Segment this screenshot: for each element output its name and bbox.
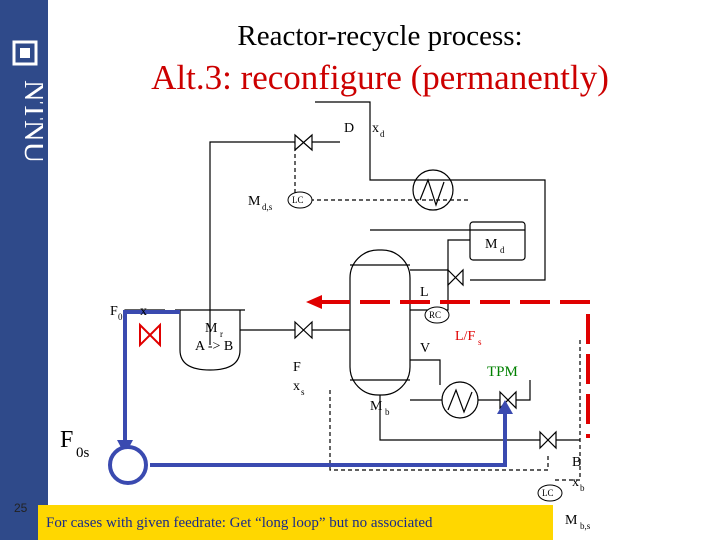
label-mr: M <box>205 321 218 336</box>
label-mbs: M <box>565 513 578 528</box>
overhead-line <box>369 107 546 281</box>
label-rc: RC <box>429 310 441 320</box>
tpm-signal-line <box>320 300 590 438</box>
distillate-valve <box>294 133 313 152</box>
flow-line-bottom <box>150 410 507 467</box>
logo-text: NTNU <box>18 80 43 164</box>
top-pipe <box>315 101 371 107</box>
label-v: V <box>420 341 430 356</box>
label-lc-top: LC <box>292 195 304 205</box>
ntnu-logo: NTNU <box>12 40 43 164</box>
reboiler-coil <box>447 388 473 414</box>
reflux-drum <box>469 221 526 261</box>
f0s-controller <box>108 445 148 485</box>
reactor-vessel <box>179 310 241 371</box>
label-l: L <box>420 285 429 300</box>
label-tpm: TPM <box>487 364 518 380</box>
flow-line-left <box>123 310 180 440</box>
label-mds: M <box>248 194 261 209</box>
label-f: F <box>293 360 301 375</box>
label-mb-sub: b <box>385 407 390 417</box>
label-f0s: F <box>60 427 73 453</box>
slide-title: Reactor-recycle process: <box>237 20 523 52</box>
label-f0: F <box>110 304 118 319</box>
drum-outlet <box>447 239 470 270</box>
condenser-coil <box>419 178 445 207</box>
label-xd: x <box>372 121 379 136</box>
bottoms-valve <box>539 430 557 450</box>
label-xb-sub: b <box>580 483 585 493</box>
label-mr-sub: r <box>220 329 223 339</box>
label-mb: M <box>370 399 383 414</box>
label-d: D <box>344 121 354 136</box>
label-xb: x <box>572 475 579 490</box>
label-xs: x <box>293 379 300 394</box>
distillation-column <box>349 249 411 396</box>
rc-controller <box>424 306 450 324</box>
reflux-valve <box>447 268 464 287</box>
label-md: M <box>485 237 498 252</box>
slide-subtitle: Alt.3: reconfigure (permanently) <box>151 58 609 97</box>
lc-bottom <box>537 484 563 502</box>
label-ratio: L/F <box>455 329 475 344</box>
top-left-pipe <box>209 141 295 345</box>
condenser <box>412 169 454 211</box>
label-x-feed: x <box>140 304 147 319</box>
column-feed-valve <box>294 320 313 340</box>
label-mbs-sub: b,s <box>580 521 591 531</box>
label-lc-bottom: LC <box>542 488 554 498</box>
label-f0-sub: 0 <box>118 312 123 322</box>
lc-top <box>287 191 313 209</box>
sidebar: NTNU <box>0 0 48 540</box>
bottoms-line <box>379 395 540 441</box>
label-ratio-sub: s <box>478 337 482 347</box>
label-f0s-sub: 0s <box>76 445 90 461</box>
slide-number: 25 <box>14 501 28 515</box>
label-md-sub: d <box>500 245 505 255</box>
label-xs-sub: s <box>301 387 305 397</box>
label-xd-sub: d <box>380 129 385 139</box>
flow-arrow-right <box>497 400 513 414</box>
label-reaction: A -> B <box>195 339 233 354</box>
lc-bottom-signal <box>329 390 549 471</box>
caption-box: For cases with given feedrate: Get “long… <box>38 505 553 540</box>
label-b: B <box>572 455 581 470</box>
feed-valve <box>139 322 161 348</box>
label-mds-sub: d,s <box>262 202 273 212</box>
reboiler-in <box>410 359 441 385</box>
tpm-arrow-head <box>306 295 322 309</box>
